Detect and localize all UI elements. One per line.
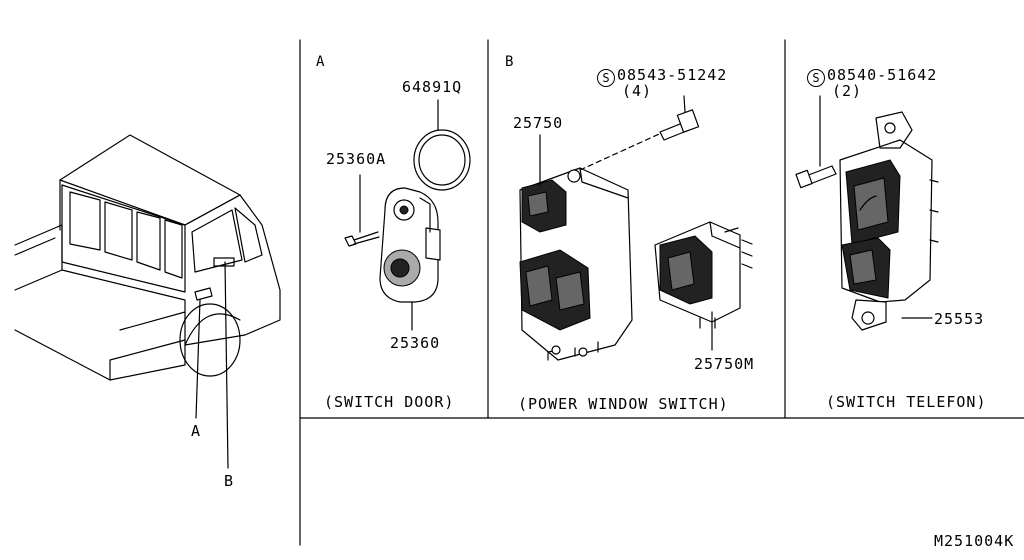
caption-switch-door: (SWITCH DOOR): [324, 393, 455, 411]
drawing-code: M251004K: [934, 532, 1015, 550]
telefon-switch-drawing: [795, 95, 939, 331]
section-label-a: A: [316, 54, 325, 70]
vehicle-callout-a: A: [191, 422, 202, 440]
caption-switch-telefon: (SWITCH TELEFON): [826, 393, 987, 411]
pw-screw-qty: (4): [622, 82, 653, 100]
gasket-ring-drawing: [413, 99, 471, 191]
screw-mark-icon: S: [597, 69, 615, 87]
pw-screw-number: 08543-51242: [617, 66, 728, 84]
part-label-telefon-switch: 25553: [934, 310, 985, 328]
power-window-switch-drawing: [519, 95, 753, 361]
tel-screw-number: 08540-51642: [827, 66, 938, 84]
part-label-pw-sub: 25750M: [694, 355, 755, 373]
vehicle-callout-b: B: [224, 472, 235, 490]
door-switch-drawing: [344, 174, 441, 331]
part-label-pw-main: 25750: [513, 114, 564, 132]
section-label-b: B: [505, 54, 514, 70]
part-label-door-bolt: 25360A: [326, 150, 387, 168]
caption-power-window-switch: (POWER WINDOW SWITCH): [518, 395, 729, 413]
part-label-door-switch: 25360: [390, 334, 441, 352]
screw-mark-icon: S: [807, 69, 825, 87]
tel-screw-qty: (2): [832, 82, 863, 100]
panel-frame: [299, 39, 1024, 546]
part-label-gasket: 64891Q: [402, 78, 463, 96]
vehicle-illustration: [14, 134, 281, 469]
